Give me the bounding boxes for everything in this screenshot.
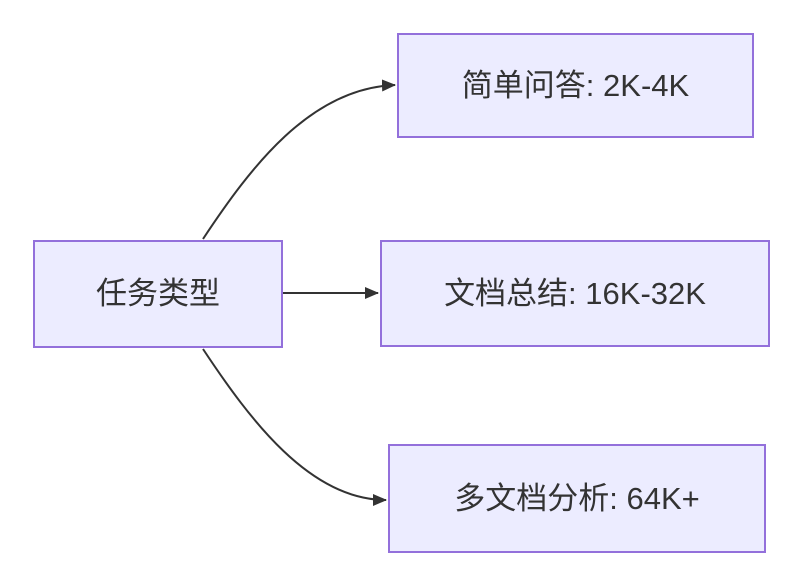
node-multi-doc-label: 多文档分析: 64K+: [454, 480, 700, 516]
node-doc-summary-label: 文档总结: 16K-32K: [444, 275, 706, 311]
node-task-type-label: 任务类型: [96, 276, 220, 312]
node-simple-qa-label: 简单问答: 2K-4K: [461, 67, 690, 103]
node-multi-doc: 多文档分析: 64K+: [388, 444, 766, 553]
node-doc-summary: 文档总结: 16K-32K: [380, 240, 770, 347]
edge-tasktype-to-multidoc: [202, 348, 387, 506]
node-task-type: 任务类型: [33, 240, 283, 348]
node-simple-qa: 简单问答: 2K-4K: [397, 33, 754, 138]
edge-tasktype-to-simpleqa: [202, 79, 396, 240]
